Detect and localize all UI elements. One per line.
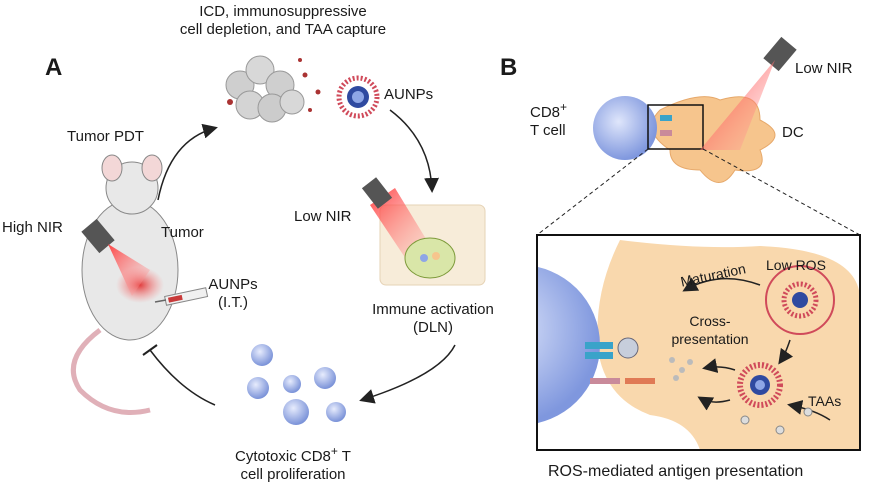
aunps-it-line2: (I.T.) (218, 294, 248, 311)
cycle-arrow-pdt (157, 123, 218, 201)
tcell-dc-contact-illustration (593, 36, 797, 183)
cytotoxic-label: Cytotoxic CD8+ T cell proliferation (198, 444, 388, 484)
t-cell-cluster-icon (247, 344, 346, 425)
icd-label: ICD, immunosuppressive cell depletion, a… (158, 3, 408, 39)
immune-activation-line2: (DLN) (413, 319, 453, 336)
cycle-arrow-to-cells (359, 344, 456, 404)
immune-activation-label: Immune activation (DLN) (348, 301, 518, 337)
low-ros-label: Low ROS (766, 257, 826, 273)
antigen-presentation-zoom-box (536, 234, 861, 451)
caption-ros-mediated: ROS-mediated antigen presentation (548, 463, 804, 480)
aunps-top-label: AUNPs (384, 86, 434, 103)
cd8-line: CD8+ (530, 100, 568, 121)
mouse-illustration (70, 154, 179, 415)
high-nir-laser-icon (81, 218, 150, 296)
aunps-it-label: AUNPs (I.T.) (193, 276, 273, 312)
immune-activation-line1: Immune activation (372, 301, 494, 318)
icd-label-line1: ICD, immunosuppressive (199, 3, 367, 20)
lymph-node-low-nir-icon (361, 177, 486, 286)
cytotoxic-line1: Cytotoxic CD8+ T (235, 444, 351, 465)
cycle-arrow-to-dln (389, 109, 440, 193)
tumor-pdt-label: Tumor PDT (67, 128, 144, 145)
tumor-label: Tumor (161, 224, 204, 241)
icd-label-line2: cell depletion, and TAA capture (179, 21, 387, 38)
cycle-inhibit-arrow (149, 349, 216, 406)
taas-label: TAAs (808, 393, 842, 409)
aunp-nanoparticle-icon (336, 75, 380, 119)
cytotoxic-line2: cell proliferation (240, 466, 346, 483)
panel-label-b: B (500, 54, 518, 81)
cd8-tcell-label: CD8+ T cell (530, 100, 568, 140)
panel-label-a: A (45, 54, 63, 81)
cross-presentation-line1: Cross- (689, 313, 731, 329)
low-nir-label-b: Low NIR (795, 60, 853, 77)
tumor-cell-cluster-icon (225, 55, 321, 123)
syringe-icon (154, 287, 209, 306)
high-nir-label: High NIR (2, 219, 63, 236)
dc-label: DC (782, 124, 804, 141)
tcell-line: T cell (530, 122, 566, 139)
cross-presentation-line2: presentation (671, 331, 749, 347)
low-nir-label-a: Low NIR (294, 208, 352, 225)
aunps-it-line1: AUNPs (208, 276, 258, 293)
cross-presentation-label: Cross- presentation (660, 312, 760, 348)
